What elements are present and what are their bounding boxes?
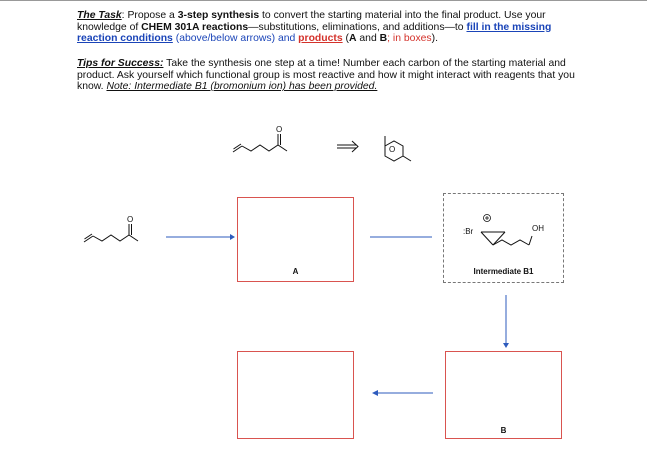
intermediate-b1-label: Intermediate B1 — [473, 267, 534, 276]
box-a-label: A — [292, 267, 299, 276]
task-colon: : — [121, 10, 128, 21]
task-products: products — [298, 33, 343, 45]
task-in-boxes: ; in boxes — [387, 33, 432, 45]
intermediate-b1-frame: Intermediate B1 — [443, 193, 564, 283]
top-rule — [0, 0, 647, 1]
task-3step: 3-step synthesis — [177, 10, 260, 21]
oh-label: OH — [532, 224, 544, 233]
starting-material — [83, 224, 139, 243]
intermediate-b1-structure — [480, 231, 533, 246]
overview-starting-material — [232, 134, 288, 153]
task-b: B — [379, 33, 388, 45]
tips-text: Take the synthesis one step at a time! N… — [77, 58, 575, 93]
bromonium-br: :Br — [463, 227, 474, 236]
box-b: B — [445, 351, 562, 439]
box-final-product — [237, 351, 354, 439]
box-a: A — [237, 197, 354, 282]
task-a: A — [348, 33, 357, 45]
overview-o-label: O — [276, 125, 282, 134]
arrow-b-to-product — [372, 390, 433, 396]
arrow-sm-to-a — [166, 234, 235, 240]
overview-product-o: O — [389, 145, 395, 154]
task-text-14: ). — [431, 33, 438, 45]
task-text-11: and — [356, 33, 380, 45]
overview-product — [384, 136, 412, 162]
overview-arrow — [337, 140, 359, 153]
task-text-1: Propose a — [127, 10, 178, 21]
task-chem301a: CHEM 301A reactions — [141, 21, 249, 33]
tips-heading: Tips for Success: — [77, 58, 164, 69]
task-paragraph: The Task: Propose a 3-step synthesis to … — [77, 10, 575, 45]
task-fill-conditions: fill in the missing reaction conditions — [77, 21, 552, 45]
task-text-3: to convert the starting material into th… — [77, 10, 546, 33]
positive-charge-icon — [483, 214, 491, 222]
arrow-b1-to-b — [503, 295, 509, 348]
task-heading: The Task — [77, 10, 122, 21]
task-text-5: —substitutions, eliminations, and additi… — [248, 21, 467, 33]
starting-material-o: O — [127, 215, 133, 224]
task-text-7: (above/below arrows) and — [172, 33, 299, 45]
task-text-9: ( — [342, 33, 349, 45]
tips-note: Note: Intermediate B1 (bromonium ion) ha… — [106, 81, 378, 93]
tips-paragraph: Tips for Success: Take the synthesis one… — [77, 58, 575, 93]
box-b-label: B — [500, 426, 507, 435]
